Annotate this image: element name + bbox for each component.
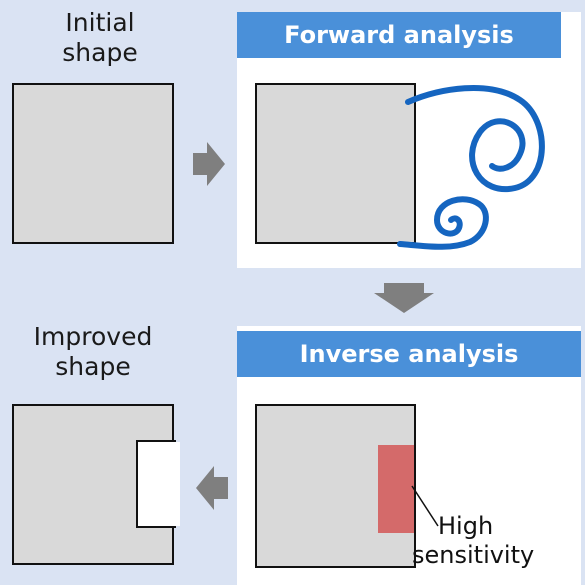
- improved-shape-label: Improved shape: [12, 322, 174, 382]
- initial-shape-label-line1: Initial: [65, 8, 135, 37]
- high-sensitivity-label-line2: sensitivity: [412, 541, 535, 569]
- inverse-analysis-header: Inverse analysis: [237, 331, 581, 377]
- improved-shape-label-line1: Improved: [33, 322, 153, 351]
- arrow-left-icon: [196, 466, 228, 510]
- arrow-right-icon: [193, 142, 225, 186]
- high-sensitivity-label-2: sensitivity: [412, 541, 534, 569]
- forward-analysis-header: Forward analysis: [237, 12, 561, 58]
- initial-shape-square: [12, 83, 174, 244]
- sensitivity-leader-line: [411, 485, 439, 527]
- arrow-down-icon: [374, 283, 434, 313]
- forward-shape-square: [255, 83, 416, 244]
- initial-shape-label-line2: shape: [62, 38, 138, 67]
- initial-shape-label: Initial shape: [25, 8, 175, 68]
- improved-shape-notch-border: [136, 440, 176, 528]
- vortex-large-icon: [405, 84, 545, 193]
- improved-shape-label-line2: shape: [55, 352, 131, 381]
- vortex-small-icon: [397, 196, 489, 250]
- high-sensitivity-label-line1: High: [438, 512, 494, 540]
- improved-shape-notch: [136, 442, 180, 526]
- high-sensitivity-label: High: [438, 512, 493, 540]
- high-sensitivity-region: [378, 445, 414, 533]
